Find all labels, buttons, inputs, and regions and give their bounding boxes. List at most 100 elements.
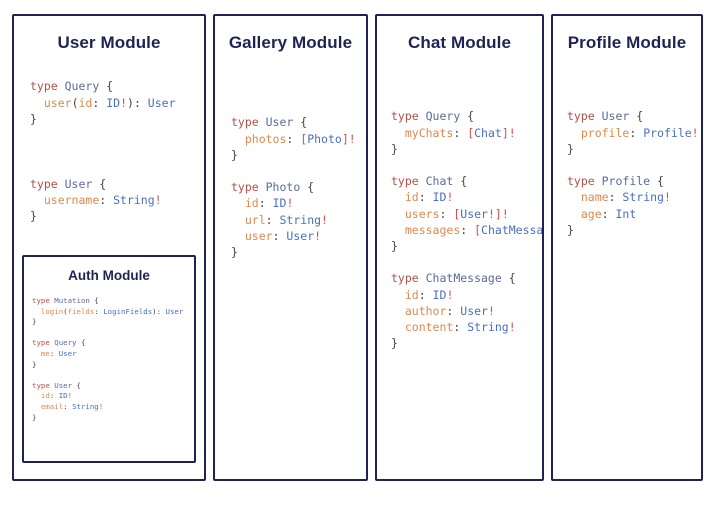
code-token: type — [391, 174, 426, 189]
code-token: ChatMessage — [425, 271, 502, 286]
code-token — [30, 193, 44, 207]
code-line — [32, 370, 194, 381]
code-token: ! — [446, 287, 454, 302]
code-block-chat-module: type Query { myChats: [Chat]!} type Chat… — [391, 108, 542, 351]
code-token: id — [404, 190, 419, 205]
code-line: user(id: ID!): User — [30, 95, 204, 111]
panel-gallery-module[interactable]: Gallery Module type User { photos: [Phot… — [213, 14, 368, 481]
code-token: } — [567, 222, 574, 237]
code-line: } — [391, 141, 542, 157]
panel-title-gallery-module: Gallery Module — [228, 33, 353, 52]
code-token: : — [418, 287, 433, 302]
code-token: ID — [432, 190, 447, 205]
code-token: ID — [58, 391, 68, 401]
code-line: } — [231, 147, 366, 163]
code-token: [ — [453, 206, 461, 221]
code-token: type — [567, 174, 602, 189]
code-token: ( — [71, 95, 79, 110]
code-token: url — [244, 212, 266, 227]
code-token: } — [30, 111, 37, 126]
code-token — [391, 126, 405, 140]
code-line: age: Int — [567, 206, 701, 222]
code-token: ! — [120, 95, 128, 110]
code-token: } — [32, 412, 37, 422]
code-token — [391, 288, 405, 302]
panel-title-auth-module: Auth Module — [68, 268, 150, 283]
panel-user-module[interactable]: User Module type Query { user(id: ID!): … — [12, 14, 206, 481]
panel-title-profile-module: Profile Module — [567, 33, 687, 52]
code-token: ID — [106, 95, 121, 110]
panel-profile-module[interactable]: Profile Module type User { profile: Prof… — [551, 14, 703, 481]
code-token: Chat — [474, 125, 502, 140]
panel-auth-module[interactable]: Auth Module type Mutation { login(fields… — [22, 255, 196, 463]
code-line — [231, 163, 366, 179]
code-token: { — [460, 109, 475, 124]
code-line: type Mutation { — [32, 296, 194, 307]
code-token — [567, 126, 581, 140]
code-token: { — [629, 109, 644, 124]
code-line: photos: [Photo]! — [231, 131, 366, 147]
code-token — [391, 223, 405, 237]
code-token: : — [601, 206, 616, 221]
code-line: type User { — [32, 381, 194, 392]
code-line: id: ID! — [32, 391, 194, 402]
code-token: ! — [663, 190, 671, 205]
code-line — [32, 328, 194, 339]
code-token: String — [72, 401, 99, 411]
code-token: String — [467, 320, 509, 335]
code-token: ): — [152, 306, 166, 316]
code-token: type — [30, 79, 65, 94]
code-token: User — [147, 95, 176, 110]
code-token: } — [391, 239, 398, 254]
code-token: User — [64, 176, 93, 191]
code-token — [231, 132, 245, 146]
code-token: } — [231, 245, 238, 260]
code-token: Query — [64, 79, 100, 94]
code-token: photos — [244, 131, 287, 146]
code-line: } — [391, 335, 542, 351]
code-line: type Query { — [32, 338, 194, 349]
code-token: ! — [154, 192, 162, 207]
code-token: : — [629, 125, 644, 140]
code-token: { — [72, 380, 81, 390]
code-token: Photo — [265, 180, 301, 195]
code-token — [567, 190, 581, 204]
code-token: : — [63, 401, 73, 411]
code-line: messages: [ChatMessage]! — [391, 222, 542, 238]
code-token: type — [231, 180, 266, 195]
code-line: me: User — [32, 349, 194, 360]
code-token: ID — [432, 287, 447, 302]
code-token: { — [501, 271, 516, 286]
panel-chat-module[interactable]: Chat Module type Query { myChats: [Chat]… — [375, 14, 544, 481]
code-line: login(fields: LoginFields): User — [32, 307, 194, 318]
code-token: : — [439, 206, 454, 221]
code-token: User — [165, 306, 184, 316]
code-token — [231, 213, 245, 227]
code-token: LoginFields — [103, 306, 153, 316]
code-token: Query — [425, 109, 461, 124]
code-token — [32, 402, 41, 411]
code-token: : — [94, 306, 104, 316]
code-token: String — [113, 192, 155, 207]
code-token: User — [265, 115, 294, 130]
code-block-auth-module: type Mutation { login(fields: LoginField… — [32, 296, 194, 423]
code-line: id: ID! — [391, 189, 542, 205]
code-token: messages — [404, 222, 461, 237]
code-token — [231, 196, 245, 210]
code-token: age — [580, 206, 602, 221]
code-line: author: User! — [391, 303, 542, 319]
code-token: Int — [615, 206, 637, 221]
code-token: : — [99, 192, 114, 207]
code-line: id: ID! — [391, 287, 542, 303]
code-token: { — [76, 338, 86, 348]
code-token: ! — [67, 391, 73, 401]
code-token: type — [231, 115, 266, 130]
code-token: fields — [67, 306, 95, 316]
code-block-gallery-module: type User { photos: [Photo]!} type Photo… — [231, 114, 366, 260]
code-token: type — [391, 109, 426, 124]
code-token: : — [286, 131, 301, 146]
code-line: } — [391, 238, 542, 254]
code-token — [32, 391, 41, 400]
code-line: type Query { — [391, 108, 542, 124]
